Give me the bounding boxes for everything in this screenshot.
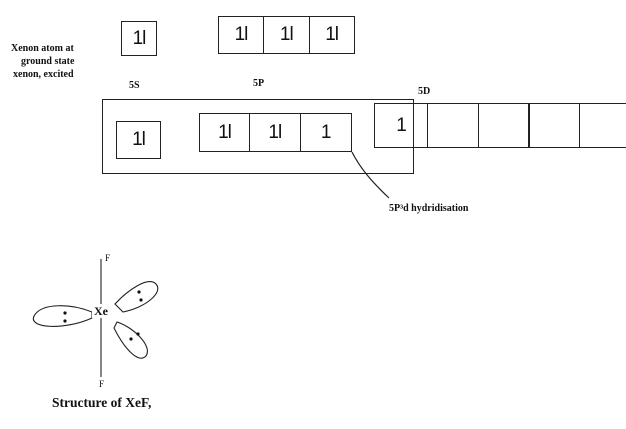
ground-5p-box: 1l — [308, 16, 355, 54]
xe-atom-label: Xe — [94, 304, 109, 318]
hybridisation-frame — [102, 99, 414, 174]
xef-structure-diagram: Xe F F — [33, 253, 159, 389]
structure-caption: Structure of XeF, — [52, 395, 152, 410]
excited-5s-box: 1l — [116, 121, 161, 159]
hybridisation-label: 5P³d hydridisation — [389, 203, 469, 214]
excited-5p-box: 1 — [299, 113, 352, 152]
fluorine-bottom-label: F — [99, 379, 104, 389]
orbital-5p-label: 5P — [253, 78, 265, 89]
orbital-5s-label: 5S — [129, 80, 140, 91]
orbital-5d-label: 5D — [418, 86, 431, 97]
excited-state-label: xenon, excited — [13, 69, 74, 80]
excited-5p-boxes: 1l 1l 1 — [199, 113, 352, 152]
ground-state-label-line2: ground state — [21, 56, 75, 67]
ground-5s-box: 1l — [121, 21, 157, 56]
fluorine-top-label: F — [105, 253, 110, 263]
excited-5d-box — [579, 103, 626, 148]
ground-5p-boxes: 1l 1l 1l — [218, 16, 355, 54]
ground-state-label-line1: Xenon atom at — [11, 43, 74, 54]
excited-5d-boxes: 1 — [374, 103, 626, 148]
